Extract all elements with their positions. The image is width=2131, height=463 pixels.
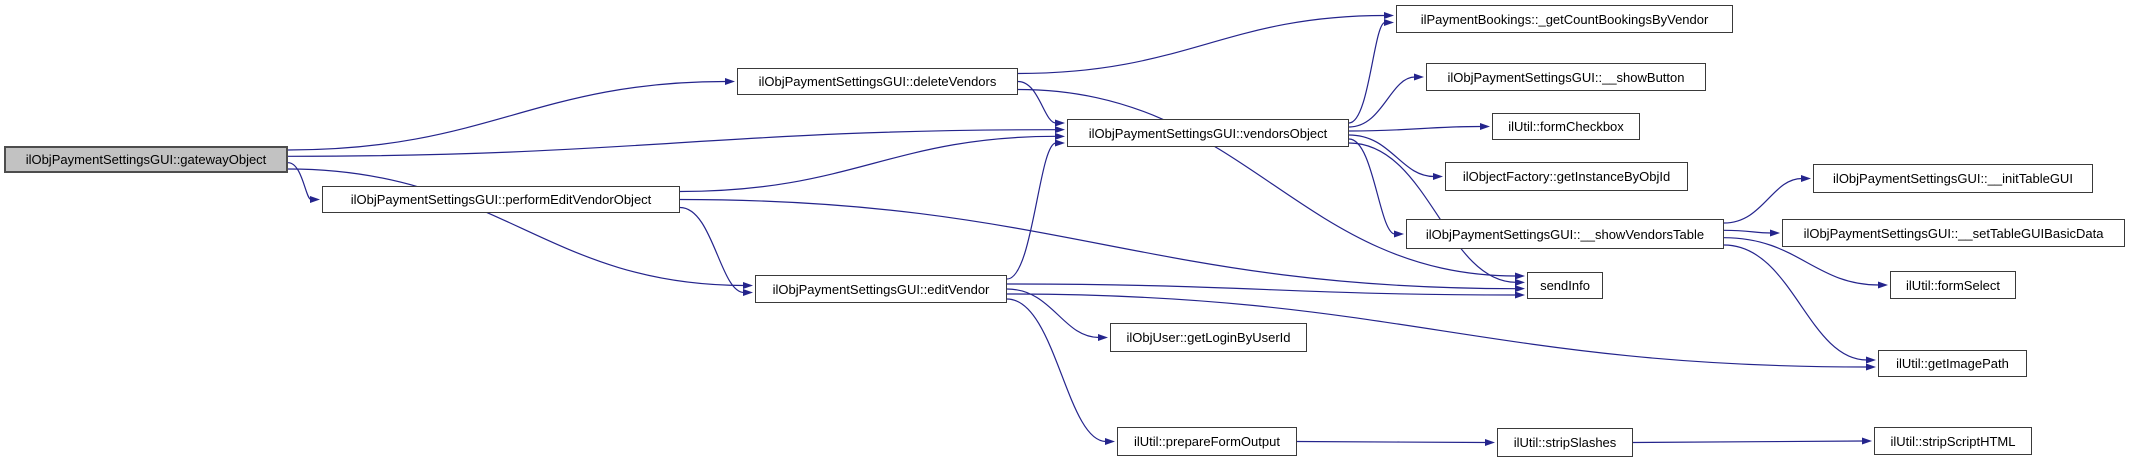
node-edit-vendor[interactable]: ilObjPaymentSettingsGUI::editVendor xyxy=(755,275,1007,303)
node-get-count-bookings-by-vendor[interactable]: ilPaymentBookings::_getCountBookingsByVe… xyxy=(1396,5,1733,33)
node-show-vendors-table[interactable]: ilObjPaymentSettingsGUI::__showVendorsTa… xyxy=(1406,219,1724,249)
node-strip-slashes[interactable]: ilUtil::stripSlashes xyxy=(1497,428,1633,457)
node-prepare-form-output[interactable]: ilUtil::prepareFormOutput xyxy=(1117,427,1297,456)
node-send-info[interactable]: sendInfo xyxy=(1527,272,1603,299)
node-get-instance-by-obj-id[interactable]: ilObjectFactory::getInstanceByObjId xyxy=(1445,162,1688,191)
node-show-button[interactable]: ilObjPaymentSettingsGUI::__showButton xyxy=(1426,63,1706,91)
node-form-select[interactable]: ilUtil::formSelect xyxy=(1890,271,2016,299)
node-get-image-path[interactable]: ilUtil::getImagePath xyxy=(1878,350,2027,377)
node-get-login-by-user-id[interactable]: ilObjUser::getLoginByUserId xyxy=(1110,323,1307,352)
node-init-table-gui[interactable]: ilObjPaymentSettingsGUI::__initTableGUI xyxy=(1813,164,2093,193)
node-vendors-object[interactable]: ilObjPaymentSettingsGUI::vendorsObject xyxy=(1067,119,1349,147)
node-delete-vendors[interactable]: ilObjPaymentSettingsGUI::deleteVendors xyxy=(737,68,1018,95)
node-form-checkbox[interactable]: ilUtil::formCheckbox xyxy=(1492,113,1640,140)
node-gateway-object: ilObjPaymentSettingsGUI::gatewayObject xyxy=(4,146,288,173)
node-set-table-gui-basic-data[interactable]: ilObjPaymentSettingsGUI::__setTableGUIBa… xyxy=(1782,219,2125,247)
node-perform-edit-vendor-object[interactable]: ilObjPaymentSettingsGUI::performEditVend… xyxy=(322,186,680,213)
node-strip-script-html[interactable]: ilUtil::stripScriptHTML xyxy=(1874,427,2032,455)
